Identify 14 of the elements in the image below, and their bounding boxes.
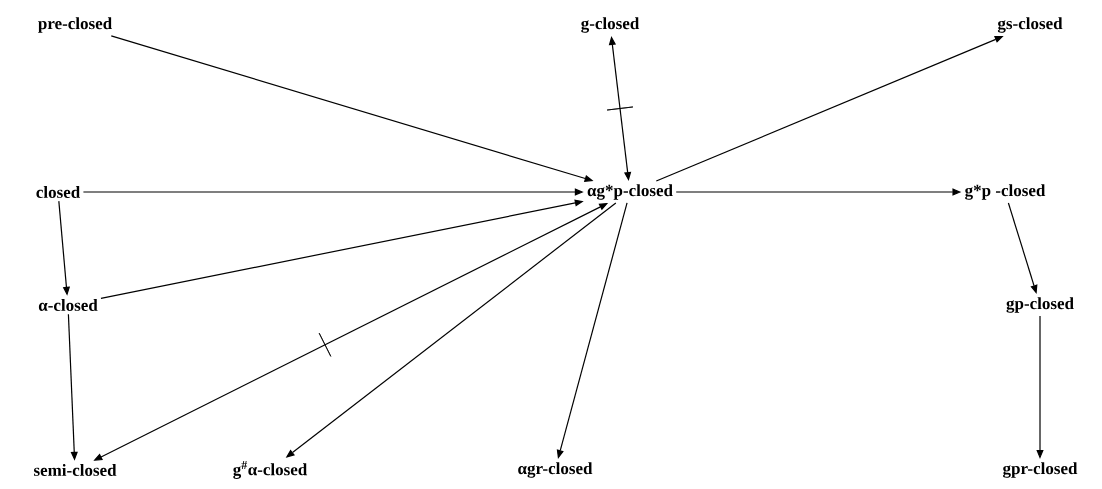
node-label: α-closed	[38, 299, 98, 311]
node-label: closed	[36, 186, 81, 198]
node-label: gp-closed	[1006, 297, 1074, 313]
node-label: gs-closed	[997, 17, 1063, 33]
node-label: αgr-closed	[518, 462, 593, 478]
node-label: semi-closed	[34, 464, 117, 476]
arrow	[556, 202, 628, 459]
node-label: g*p -closed	[965, 184, 1046, 200]
node-label: g-closed	[581, 17, 640, 33]
arrow	[1007, 202, 1038, 294]
node-label: gpr-closed	[1003, 462, 1078, 478]
node-label: g$^{#}$α-closed	[233, 461, 308, 479]
node-label: αg*p-closed	[587, 184, 673, 200]
node-label: pre-closed	[38, 17, 112, 33]
